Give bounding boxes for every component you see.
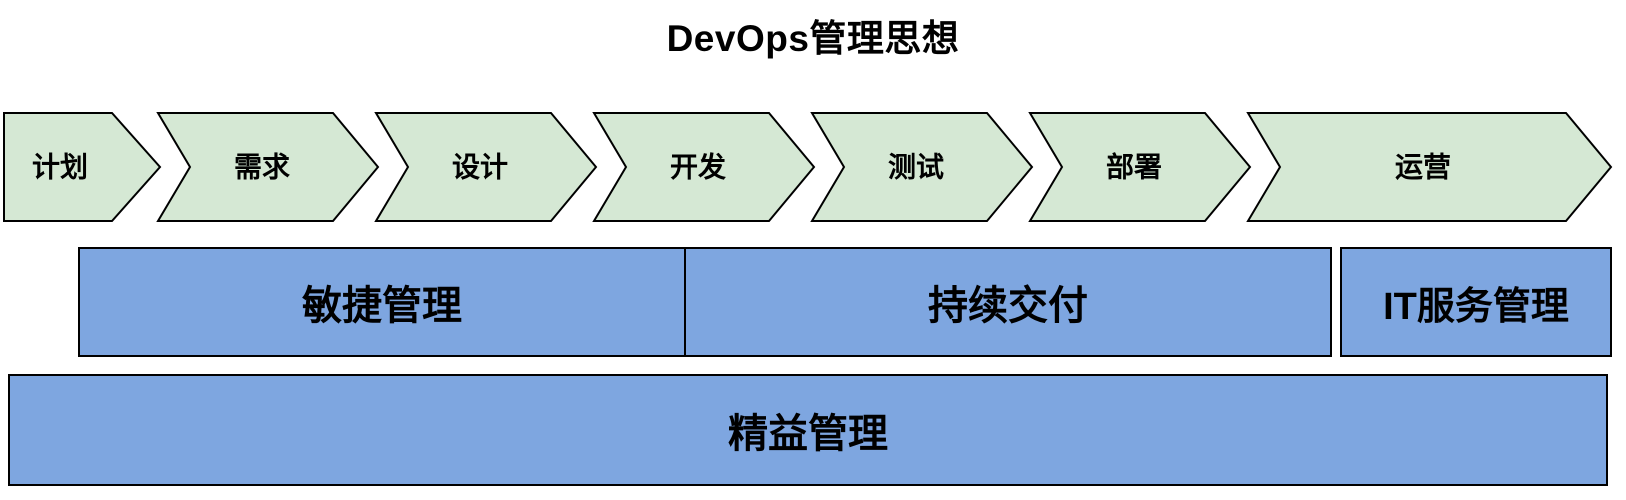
stage-label: 计划 (32, 152, 88, 183)
stage-arrow-shape (3, 112, 162, 222)
stage-arrow-shape (1028, 112, 1252, 222)
page-title: DevOps管理思想 (666, 18, 960, 59)
pipeline-stage-row: 计划 需求 设计 开发 测试 部署 运营 (3, 112, 1613, 222)
stage-arrow-shape (156, 112, 380, 222)
layer-label: 精益管理 (728, 412, 888, 456)
layer-continuous-delivery: 持续交付 (684, 247, 1332, 357)
layer-label: 敏捷管理 (302, 284, 462, 328)
stage-label: 部署 (1106, 152, 1162, 183)
stage-development: 开发 (592, 112, 816, 222)
stage-label: 开发 (670, 151, 726, 183)
stage-label: 需求 (234, 152, 290, 183)
stage-deployment: 部署 (1028, 112, 1252, 222)
stage-label: 设计 (452, 152, 508, 183)
stage-design: 设计 (374, 112, 598, 222)
stage-label: 运营 (1395, 152, 1451, 183)
stage-testing: 测试 (810, 112, 1034, 222)
stage-arrow-shape (592, 112, 816, 222)
layer-label: 持续交付 (928, 284, 1088, 328)
stage-arrow-shape (374, 112, 598, 222)
layer-agile-management: 敏捷管理 (78, 247, 686, 357)
stage-arrow-shape (1246, 112, 1613, 222)
stage-requirements: 需求 (156, 112, 380, 222)
stage-arrow-shape (810, 112, 1034, 222)
layer-it-service-management: IT服务管理 (1340, 247, 1612, 357)
stage-operations: 运营 (1246, 112, 1613, 222)
layer-lean-management: 精益管理 (8, 374, 1608, 486)
stage-label: 测试 (888, 152, 944, 183)
stage-plan: 计划 (3, 112, 162, 222)
layer-label: IT服务管理 (1383, 285, 1569, 328)
